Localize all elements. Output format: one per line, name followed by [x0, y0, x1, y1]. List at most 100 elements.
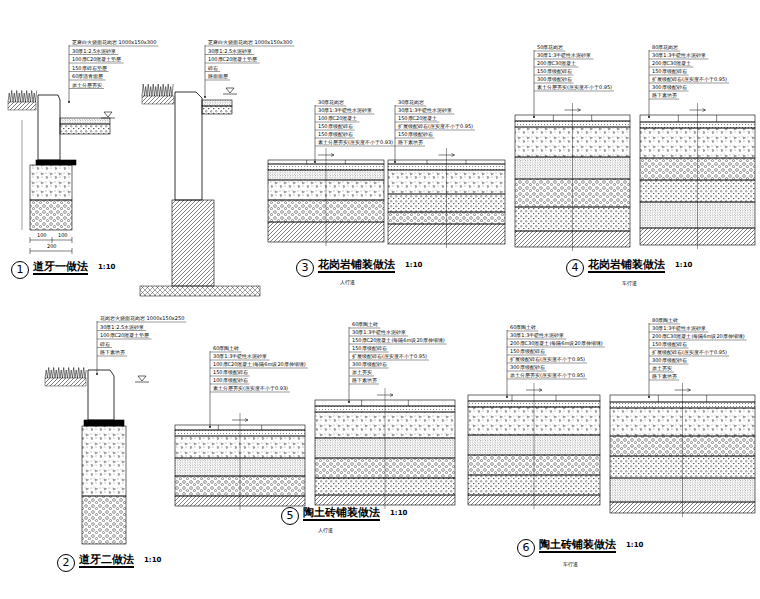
detail-title: 陶土砖铺装做法: [539, 539, 616, 553]
callout-text: 原土分层夯实(压实度不小于0.95): [510, 373, 585, 378]
leader-line: [349, 344, 447, 345]
leader-line: [534, 50, 535, 117]
callout-text: 碎石: [208, 66, 218, 71]
callout-text: 150厚C20混凝土(每隔6m设20厚伸缩缝): [352, 338, 445, 343]
leader-line: [649, 356, 729, 357]
leader-line: [315, 114, 374, 115]
leader-line: [349, 328, 380, 329]
leader-line: [210, 368, 308, 369]
dimension-line: [30, 251, 72, 252]
dimension-line: [72, 237, 73, 243]
callout-number: 6: [518, 542, 534, 553]
callout-text: 路面面层: [208, 74, 228, 79]
joint-line: [512, 395, 513, 401]
joint-line: [591, 115, 592, 121]
leader-line: [315, 138, 355, 139]
slope-arrow: [690, 109, 706, 112]
callout-text: 芝麻白火烧面花岗岩 1000x150x300: [72, 40, 156, 45]
slope-arrow: [675, 389, 691, 392]
leader-line: [649, 380, 679, 381]
joint-line: [553, 115, 554, 121]
subtitle: 车行道: [622, 281, 637, 286]
leader-line: [205, 63, 259, 64]
level-symbol: [135, 382, 149, 383]
callout-text: 素土分层夯实(压实度不小于0.93): [318, 140, 393, 145]
leader-line: [649, 59, 708, 60]
callout-text: 路下素填夯: [398, 140, 423, 145]
callout-text: 300厚级配砂石: [510, 365, 545, 370]
callout-text: 80厚陶土砖: [652, 318, 678, 323]
leader-dot: [648, 116, 650, 118]
callout-text: 100厚C20混凝土(每隔6m设20厚伸缩缝): [213, 362, 306, 367]
callout-text: 扩展级配碎石(压实度不小于0.95): [352, 354, 427, 359]
callout-text: 300厚级配砂石: [652, 85, 687, 90]
callout-text: 素土分层夯实(压实度不小于0.95): [537, 85, 612, 90]
center-line: [572, 103, 573, 251]
leader-dot: [209, 426, 211, 428]
leader-line: [507, 347, 605, 348]
detail-index-circle: 4花岗岩铺装做法1:10: [566, 259, 584, 277]
leader-line: [649, 75, 689, 76]
callout-text: 60厚沥青面层: [72, 74, 103, 79]
leader-line: [97, 339, 151, 340]
leader-dot: [96, 373, 98, 375]
detail-index-circle: 5陶土砖铺装做法1:10: [281, 507, 299, 525]
leader-line: [507, 371, 547, 372]
leader-dot: [648, 396, 650, 398]
dimension-line: [52, 237, 53, 243]
callout-text: 碎石: [100, 342, 110, 347]
callout-text: 原土分层夯实: [72, 83, 102, 88]
leader-line: [97, 347, 112, 348]
callout-text: 150厚级配砂石: [398, 132, 433, 137]
callout-text: 30厚1:3干硬性水泥砂浆: [652, 53, 706, 58]
circle-outline: 2: [57, 554, 75, 572]
curb-stone: [175, 92, 202, 200]
scale-text: 1:10: [675, 262, 692, 269]
callout-text: 30厚1:3干硬性水泥砂浆: [652, 326, 706, 331]
callout-text: 原土夯实: [652, 366, 672, 371]
callout-text: 30厚1:3干硬性水泥砂浆: [318, 108, 372, 113]
leader-line: [649, 332, 708, 333]
level-symbol: [138, 376, 146, 381]
center-line: [240, 413, 241, 510]
leader-line: [649, 323, 650, 397]
leader-line: [534, 59, 593, 60]
leader-dot: [204, 96, 206, 98]
leader-line: [507, 339, 566, 340]
leader-line: [395, 122, 439, 123]
leader-line: [534, 75, 574, 76]
joint-line: [408, 400, 409, 406]
joint-line: [556, 395, 557, 401]
callout-text: 150厚级配碎石: [537, 69, 572, 74]
slope-arrow: [232, 419, 248, 422]
slope-arrow: [377, 394, 393, 397]
leader-dot: [314, 161, 316, 163]
callout-text: 芝麻白火烧面花岗岩 1000x150x300: [208, 40, 292, 45]
concrete-base: [82, 426, 126, 496]
detail-title: 陶土砖铺装做法: [303, 507, 380, 521]
leader-line: [534, 91, 614, 92]
callout-text: 扩展级配碎石(压实度不小于0.95): [398, 124, 473, 129]
level-symbol: [101, 118, 115, 119]
callout-number: 1: [12, 264, 28, 275]
leader-line: [205, 54, 254, 55]
leader-line: [349, 368, 389, 369]
callout-text: 150厚级配碎石: [213, 370, 248, 375]
leader-line: [69, 54, 118, 55]
detail-index-circle: 2道牙二做法1:10: [57, 554, 75, 572]
grass-symbol: [142, 84, 173, 96]
callout-text: 扩展级配碎石(压实度不小于0.95): [510, 357, 585, 362]
leader-line: [349, 360, 429, 361]
circle-outline: 5: [281, 507, 299, 525]
slope-arrow: [526, 389, 542, 392]
dimension-line: [30, 237, 31, 243]
circle-outline: 3: [296, 259, 314, 277]
circle-outline: 4: [566, 259, 584, 277]
leader-dot: [348, 401, 350, 403]
callout-text: 200厚C30混凝土(每隔6m设20厚伸缩缝): [652, 334, 745, 339]
leader-line: [210, 360, 269, 361]
detail-index-circle: 3花岗岩铺装做法1:10: [296, 259, 314, 277]
leader-line: [315, 122, 359, 123]
leader-line: [210, 352, 241, 353]
center-line: [697, 103, 698, 249]
